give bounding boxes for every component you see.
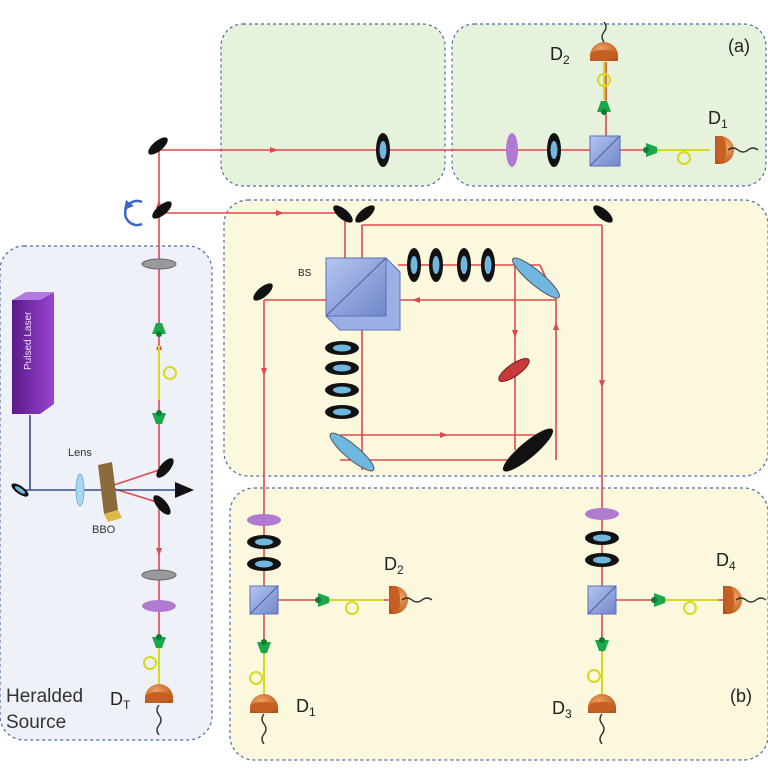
flip-mirror-arrow-icon xyxy=(124,199,143,227)
mirror-icon xyxy=(333,205,353,223)
polarizer-icon xyxy=(142,600,176,612)
panel-b xyxy=(229,487,768,761)
mirror-icon xyxy=(253,283,273,301)
bbo-label: BBO xyxy=(92,524,116,536)
d2-mid-label: D2 xyxy=(384,554,404,577)
panel-a-left xyxy=(220,23,446,187)
bbo-crystal: BBO xyxy=(92,462,122,536)
beam-arrows xyxy=(156,147,605,556)
beam-splitter-cube-b1 xyxy=(249,585,279,615)
lens: Lens xyxy=(68,447,92,507)
flip-mirror[interactable] xyxy=(150,198,175,221)
panel-b-label: (b) xyxy=(730,686,752,706)
iris-icon xyxy=(141,258,177,270)
wave-plate-icon xyxy=(585,531,619,545)
mirror-icon xyxy=(148,137,168,155)
phase-plate-icon xyxy=(498,358,530,382)
mirror-icon xyxy=(512,257,560,299)
mirror-icon xyxy=(329,432,375,472)
beam-splitter-bs: BS xyxy=(298,257,401,331)
d1-top-label: D1 xyxy=(708,108,728,131)
pump-mirror xyxy=(11,483,29,497)
wave-plate-icon xyxy=(247,535,281,549)
wave-plate-icon xyxy=(547,133,561,167)
dt-label: DT xyxy=(110,689,131,712)
polarizer-icon xyxy=(506,133,518,167)
iris-icon xyxy=(141,569,177,581)
beam-splitter-cube-b2 xyxy=(587,585,617,615)
d3-label: D3 xyxy=(552,698,572,721)
beam-splitter-cube-a xyxy=(589,135,621,167)
d1-bottom-label: D1 xyxy=(296,696,316,719)
polarizer-icon xyxy=(247,514,281,526)
mirror-icon xyxy=(153,495,171,515)
lens-label: Lens xyxy=(68,447,92,459)
mirror-icon xyxy=(156,458,174,478)
heralded-source-label: Heralded Source xyxy=(6,686,88,733)
mirror-icon xyxy=(593,205,613,223)
panel-a-label: (a) xyxy=(728,36,750,56)
wave-plate-icon xyxy=(376,133,390,167)
wave-plate-icon xyxy=(585,553,619,567)
mirror-icon xyxy=(355,205,375,223)
pulsed-laser-label: Pulsed Laser xyxy=(23,311,34,370)
wave-plate-icon xyxy=(247,557,281,571)
pump-beam xyxy=(24,415,194,498)
pulsed-laser: Pulsed Laser xyxy=(12,292,54,414)
polarizer-icon xyxy=(585,508,619,520)
mirror-icon xyxy=(502,428,554,472)
d4-label: D4 xyxy=(716,550,736,573)
bs-label: BS xyxy=(298,268,312,279)
panel-a-right xyxy=(451,23,767,187)
d2-top-label: D2 xyxy=(550,44,570,67)
